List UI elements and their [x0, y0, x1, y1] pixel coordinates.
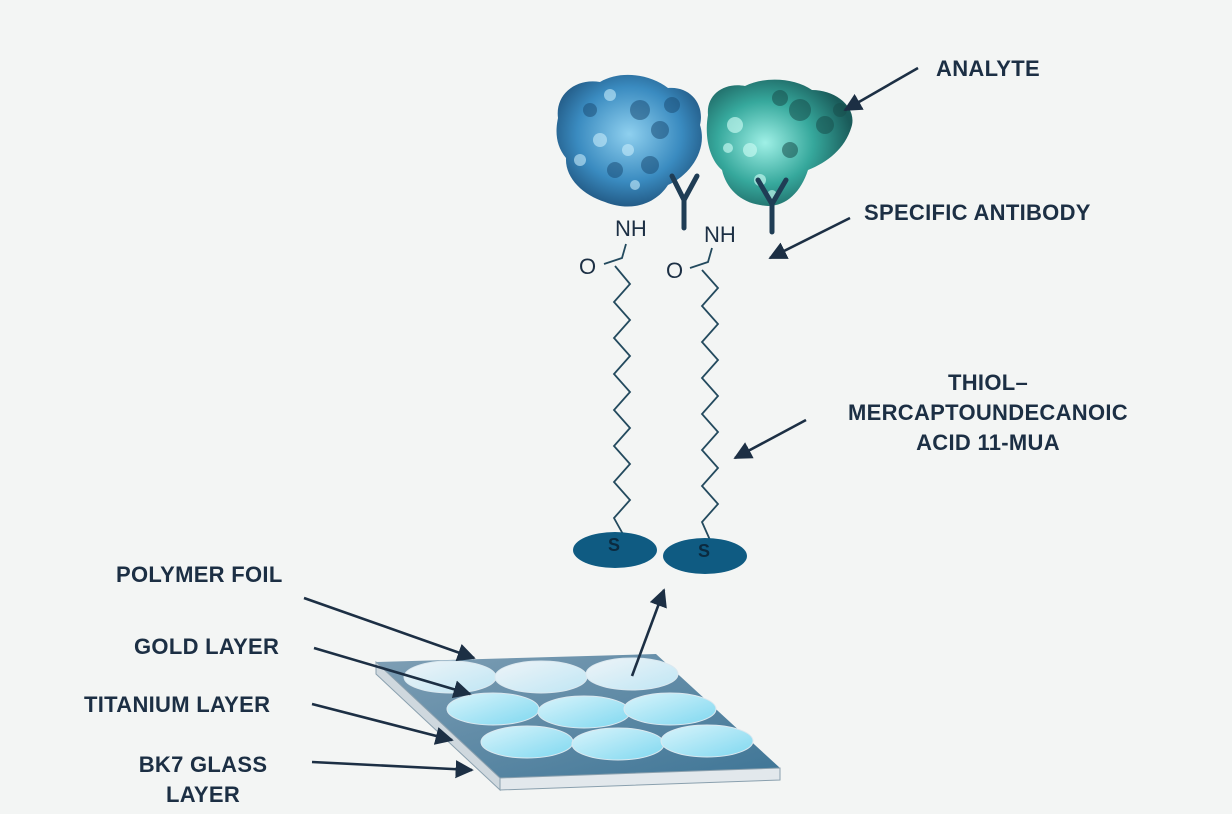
sulfur-anchor-right: [663, 538, 747, 574]
oxygen-label-right: O: [666, 258, 684, 283]
arrow-thiol: [733, 418, 807, 460]
arrow-gold-layer: [313, 646, 472, 699]
label-gold-layer: GOLD LAYER: [134, 634, 280, 659]
oxygen-label-left: O: [579, 254, 597, 279]
label-bk7-line-1: BK7 GLASS: [138, 752, 268, 777]
sulfur-label-right: S: [698, 541, 711, 561]
label-thiol: THIOL– MERCAPTOUNDECANOIC ACID 11-MUA: [818, 368, 1158, 458]
arrow-titanium-layer: [311, 702, 454, 745]
label-titanium-layer: TITANIUM LAYER: [84, 692, 271, 717]
arrow-analyte: [843, 66, 919, 112]
label-thiol-line-3: ACID 11-MUA: [916, 430, 1060, 455]
label-specific-antibody: SPECIFIC ANTIBODY: [864, 200, 1091, 225]
label-bk7-glass: BK7 GLASS LAYER: [118, 750, 288, 810]
sulfur-anchor-left: [573, 532, 657, 568]
label-bk7-line-2: LAYER: [165, 782, 241, 807]
arrow-polymer-foil: [303, 596, 476, 662]
sensor-chip: [375, 654, 781, 792]
arrow-antibody: [768, 216, 851, 260]
nh-label-right: NH: [704, 222, 736, 247]
label-thiol-line-1: THIOL–: [947, 370, 1029, 395]
analyte-protein-left: [556, 74, 702, 207]
label-thiol-line-2: MERCAPTOUNDECANOIC: [847, 400, 1128, 425]
label-polymer-foil: POLYMER FOIL: [116, 562, 283, 587]
antibody-left: [669, 173, 700, 231]
label-analyte: ANALYTE: [936, 56, 1040, 81]
nh-label-left: NH: [615, 216, 647, 241]
arrow-bk7-glass: [311, 760, 474, 779]
sulfur-label-left: S: [608, 535, 621, 555]
antibody-right: [755, 177, 789, 235]
sensor-spots: [403, 657, 754, 761]
linker-chain-right: [689, 247, 720, 541]
arrow-chip-to-molecule: [630, 588, 667, 677]
linker-chain-left: [603, 243, 632, 537]
